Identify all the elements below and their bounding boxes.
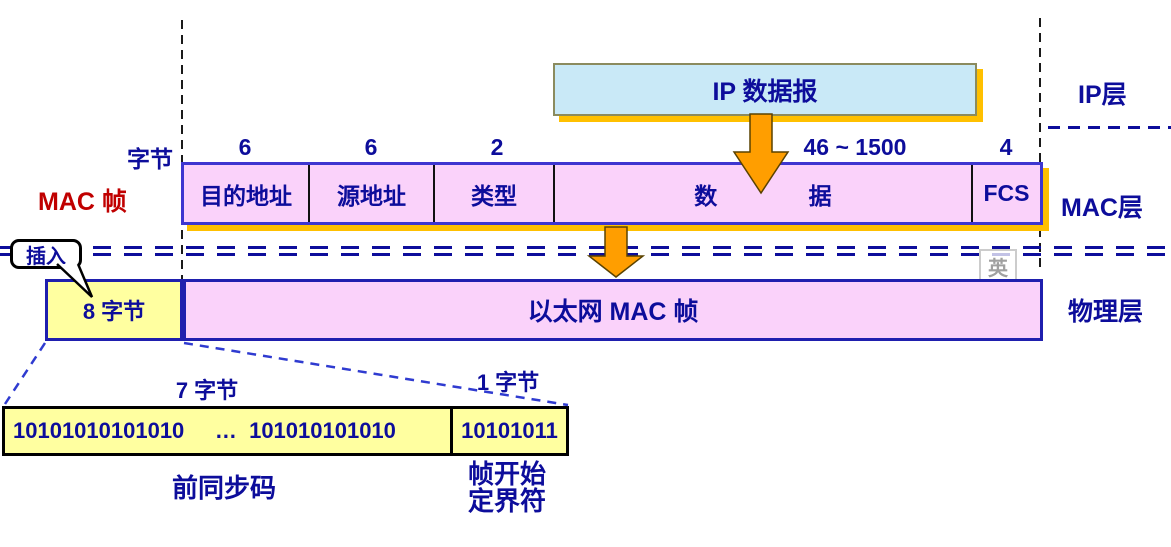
mac-frame-box: 目的地址 源地址 类型 数 据 FCS [181,162,1043,225]
sfd-name-line2: 定界符 [467,486,547,516]
ethernet-mac-frame-label: 以太网 MAC 帧 [527,298,699,326]
sfd-1byte-label: 1 字节 [476,370,540,395]
mac-layer-label: MAC层 [1061,194,1143,222]
sfd-bits-cell: 10101011 [450,409,566,453]
ip-datagram-box: IP 数据报 [553,63,977,116]
separator-dash-top [0,246,1171,249]
field-destination-address: 目的地址 [200,182,292,209]
preamble-bits-box: 10101010101010 … 101010101010 10101011 [2,406,569,456]
ip-layer-label: IP层 [1078,81,1127,109]
type-byte-count: 2 [490,134,504,160]
field-source-address: 源地址 [308,165,433,222]
field-fcs: FCS [971,165,1040,222]
dest-addr-byte-count: 6 [238,134,252,160]
right-dashed-guide-line [1039,18,1041,270]
ip-mac-layer-separator-line [1048,126,1171,129]
left-dashed-guide-line [181,20,183,280]
field-data: 数 据 [553,165,971,222]
sfd-name-line1: 帧开始 [467,459,547,489]
insert-callout-label: 插入 [26,245,66,268]
sfd-name-label: 帧开始 定界符 [468,461,546,515]
mac-physical-separator-line [0,246,1171,256]
insert-callout-bubble: 插入 [10,239,82,269]
preamble-bits-cell: 10101010101010 … 101010101010 [13,418,396,443]
src-addr-byte-count: 6 [364,134,378,160]
data-byte-count: 46 ~ 1500 [803,134,907,160]
preamble-8byte-label: 8 字节 [82,299,146,324]
preamble-7byte-label: 7 字节 [175,378,239,403]
zoom-diagonal-left [3,342,47,405]
byte-unit-label: 字节 [127,146,173,172]
preamble-name-label: 前同步码 [171,473,277,503]
separator-dash-bottom [0,253,1171,256]
preamble-8byte-box: 8 字节 [45,279,183,341]
physical-layer-label: 物理层 [1068,298,1144,326]
ip-datagram-label: IP 数据报 [712,77,818,106]
field-type: 类型 [433,165,553,222]
mac-frame-caption: MAC 帧 [38,188,127,216]
ethernet-mac-frame-box: 以太网 MAC 帧 [183,279,1043,341]
fcs-byte-count: 4 [999,134,1013,160]
